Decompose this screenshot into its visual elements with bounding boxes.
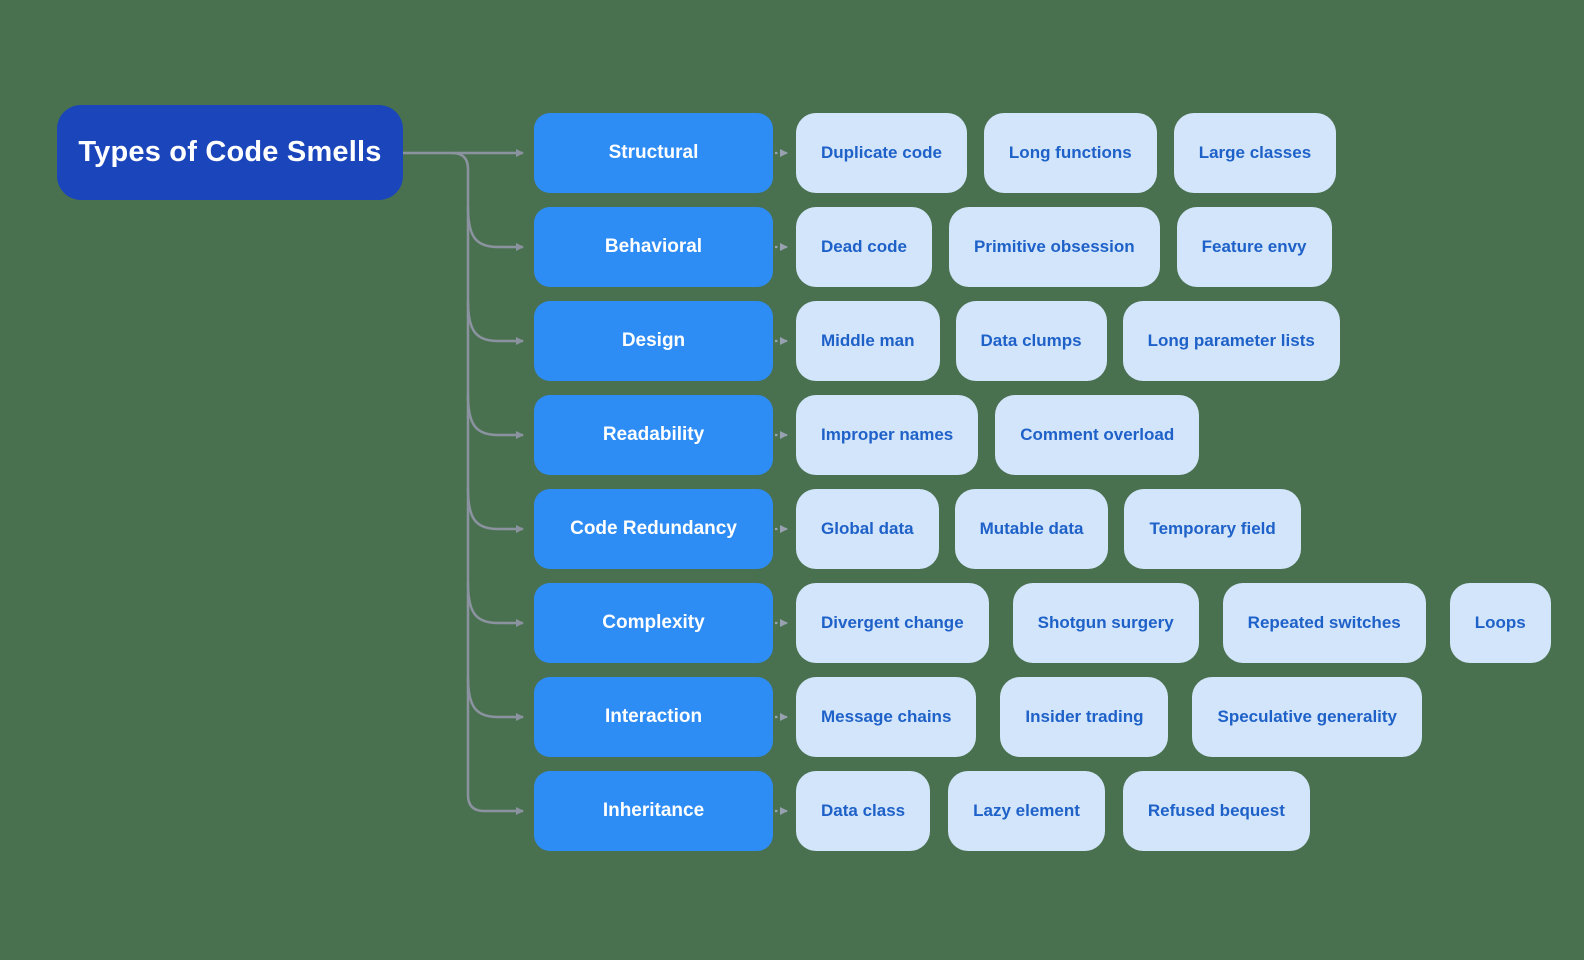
children-row-interaction: Message chains Insider trading Speculative… xyxy=(796,677,1423,757)
category-node-code-redundancy[interactable]: Code Redundancy xyxy=(534,489,773,569)
child-node-feature-envy[interactable]: Feature envy xyxy=(1176,207,1332,287)
child-node-divergent-change[interactable]: Divergent change xyxy=(796,583,989,663)
child-node-long-functions[interactable]: Long functions xyxy=(983,113,1157,193)
connector-branch-to-behavioral xyxy=(466,206,524,251)
child-node-comment-overload[interactable]: Comment overload xyxy=(995,395,1200,475)
category-node-behavioral[interactable]: Behavioral xyxy=(534,207,773,287)
child-node-lazy-element[interactable]: Lazy element xyxy=(948,771,1105,851)
child-node-global-data[interactable]: Global data xyxy=(796,489,939,569)
child-node-dead-code[interactable]: Dead code xyxy=(796,207,932,287)
child-node-long-parameter-lists[interactable]: Long parameter lists xyxy=(1122,301,1340,381)
child-node-large-classes[interactable]: Large classes xyxy=(1173,113,1337,193)
category-node-readability[interactable]: Readability xyxy=(534,395,773,475)
child-node-primitive-obsession[interactable]: Primitive obsession xyxy=(948,207,1160,287)
root-node[interactable]: Types of Code Smells xyxy=(57,105,403,200)
child-node-duplicate-code[interactable]: Duplicate code xyxy=(796,113,967,193)
connector-branch-to-design xyxy=(466,300,524,345)
connector-branch-to-complexity xyxy=(466,582,524,627)
child-node-repeated-switches[interactable]: Repeated switches xyxy=(1222,583,1426,663)
child-node-middle-man[interactable]: Middle man xyxy=(796,301,940,381)
connector-branch-to-readability xyxy=(466,394,524,439)
child-node-mutable-data[interactable]: Mutable data xyxy=(954,489,1109,569)
child-node-insider-trading[interactable]: Insider trading xyxy=(1000,677,1169,757)
child-node-refused-bequest[interactable]: Refused bequest xyxy=(1122,771,1310,851)
connector-branch-to-interaction xyxy=(466,676,524,721)
child-node-temporary-field[interactable]: Temporary field xyxy=(1124,489,1301,569)
child-node-shotgun-surgery[interactable]: Shotgun surgery xyxy=(1012,583,1199,663)
category-node-complexity[interactable]: Complexity xyxy=(534,583,773,663)
child-node-data-class[interactable]: Data class xyxy=(796,771,931,851)
category-node-structural[interactable]: Structural xyxy=(534,113,773,193)
connector-branch-to-code-redundancy xyxy=(466,488,524,533)
children-row-complexity: Divergent change Shotgun surgery Repeated … xyxy=(796,583,1551,663)
category-node-inheritance[interactable]: Inheritance xyxy=(534,771,773,851)
child-node-speculative-generality[interactable]: Speculative generality xyxy=(1192,677,1423,757)
child-node-data-clumps[interactable]: Data clumps xyxy=(955,301,1107,381)
category-node-design[interactable]: Design xyxy=(534,301,773,381)
child-node-improper-names[interactable]: Improper names xyxy=(796,395,979,475)
connector-trunk-to-inheritance xyxy=(451,151,524,815)
category-node-interaction[interactable]: Interaction xyxy=(534,677,773,757)
child-node-loops[interactable]: Loops xyxy=(1449,583,1551,663)
child-node-message-chains[interactable]: Message chains xyxy=(796,677,977,757)
